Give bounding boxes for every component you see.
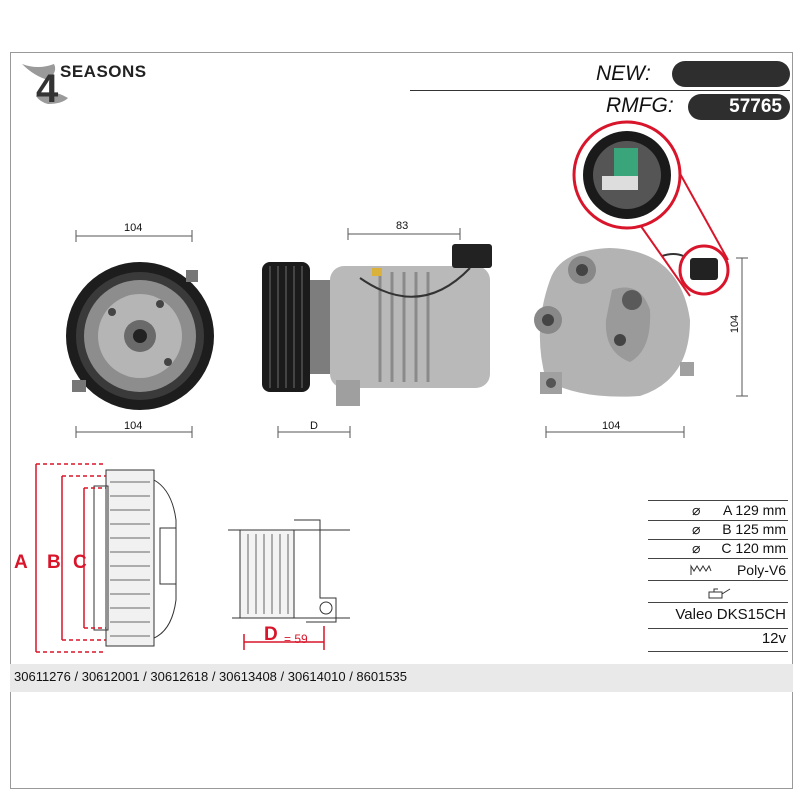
specs-top-rule (648, 500, 788, 501)
pulley-diameter-lines (35, 463, 106, 653)
rear-width-bottom: 104 (602, 420, 621, 432)
diameter-icon: ⌀ (692, 521, 701, 537)
header-rule (410, 90, 790, 91)
offset-d-drawing (228, 519, 350, 623)
diameter-letter-c: C (73, 552, 87, 573)
spec-compressor-model: Valeo DKS15CH (648, 606, 788, 629)
spec-diameter-a: A 129 mm (648, 502, 788, 521)
side-length-top: 83 (396, 220, 409, 232)
connector-detail-callout (572, 120, 730, 297)
side-compressor-photo (262, 244, 492, 406)
offset-d-value: = 59 (284, 632, 308, 646)
product-sheet-frame (10, 52, 793, 789)
belt-icon (690, 564, 712, 575)
diameter-icon: ⌀ (692, 540, 701, 556)
svg-text:4: 4 (36, 67, 59, 108)
front-dimension-lines (75, 228, 748, 438)
diameter-letter-a: A (14, 552, 28, 573)
offset-d-dimension (243, 626, 325, 650)
diameter-letter-b: B (47, 552, 61, 573)
rear-height-right: 104 (729, 314, 742, 334)
spec-diameter-b: B 125 mm (648, 521, 788, 540)
spec-diameter-c: C 120 mm (648, 540, 788, 559)
spec-oil-row (648, 584, 788, 603)
diameter-icon: ⌀ (692, 502, 701, 518)
pulley-section-drawing (93, 469, 177, 647)
new-label: NEW: (596, 62, 651, 85)
side-offset-label: D (310, 420, 318, 432)
spec-belt-type: Poly-V6 (648, 562, 788, 581)
front-clutch-photo (66, 262, 214, 410)
offset-letter-d: D (264, 624, 278, 645)
rmfg-label: RMFG: (606, 94, 674, 117)
spec-voltage: 12v (648, 630, 788, 652)
rmfg-number-pill: 57765 (688, 94, 790, 120)
brand-name: SEASONS (60, 62, 147, 81)
new-number-pill (672, 61, 790, 87)
four-seasons-logo: 4 (22, 64, 68, 108)
front-width-bottom: 104 (124, 420, 143, 432)
front-width-top: 104 (124, 222, 143, 234)
oem-reference-numbers: 30611276 / 30612001 / 30612618 / 3061340… (10, 664, 793, 692)
oil-can-icon (708, 588, 731, 599)
